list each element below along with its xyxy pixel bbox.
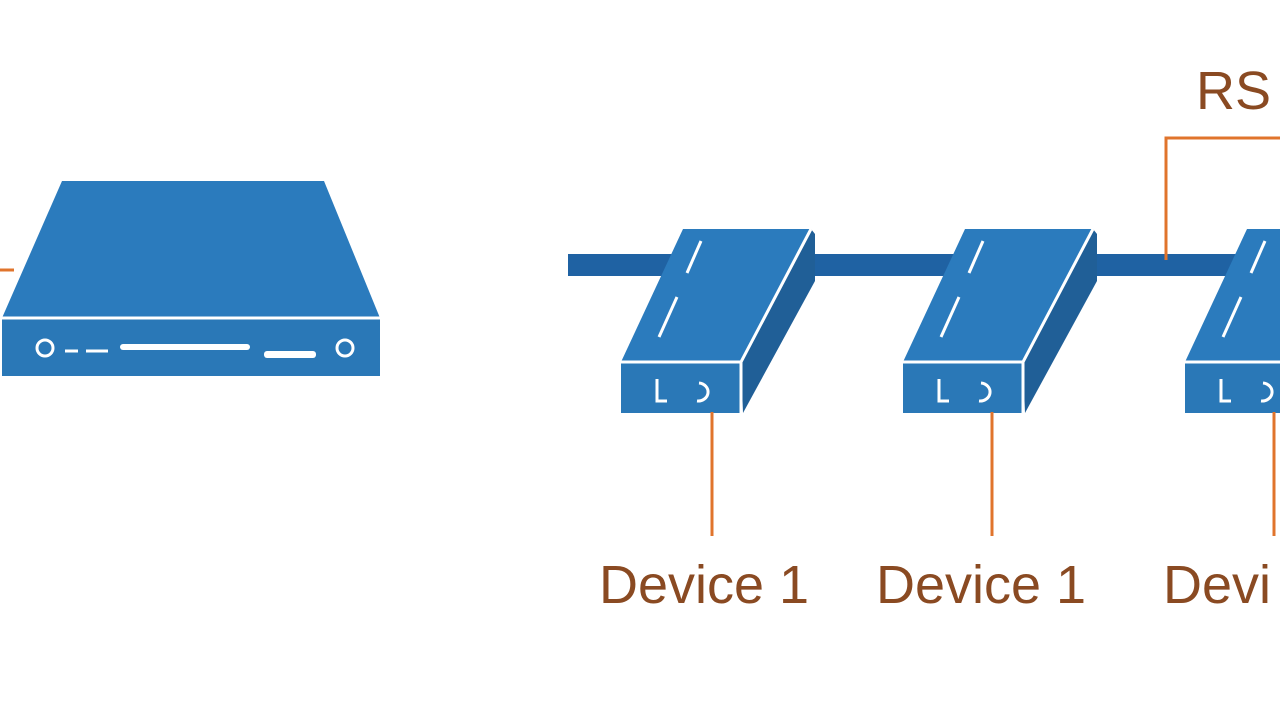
- bus-label-connector: [1164, 136, 1280, 260]
- master-unit-port: [264, 351, 316, 358]
- device-label-1: Device 1: [599, 555, 810, 615]
- device-label-2: Device 1: [876, 555, 1087, 615]
- device-side: [741, 229, 815, 413]
- device-label-3: Devi: [1163, 555, 1272, 615]
- master-unit-top: [2, 181, 380, 318]
- bus-label: RS: [1196, 61, 1272, 121]
- master-unit-slot: [120, 344, 250, 350]
- device-unit: [621, 228, 815, 413]
- master-unit-led-left: [35, 338, 55, 358]
- device-front: [621, 362, 741, 413]
- device-port-icon: [655, 379, 667, 403]
- device-top: [621, 229, 811, 362]
- master-unit: [2, 181, 380, 376]
- master-unit-led-right: [335, 338, 355, 358]
